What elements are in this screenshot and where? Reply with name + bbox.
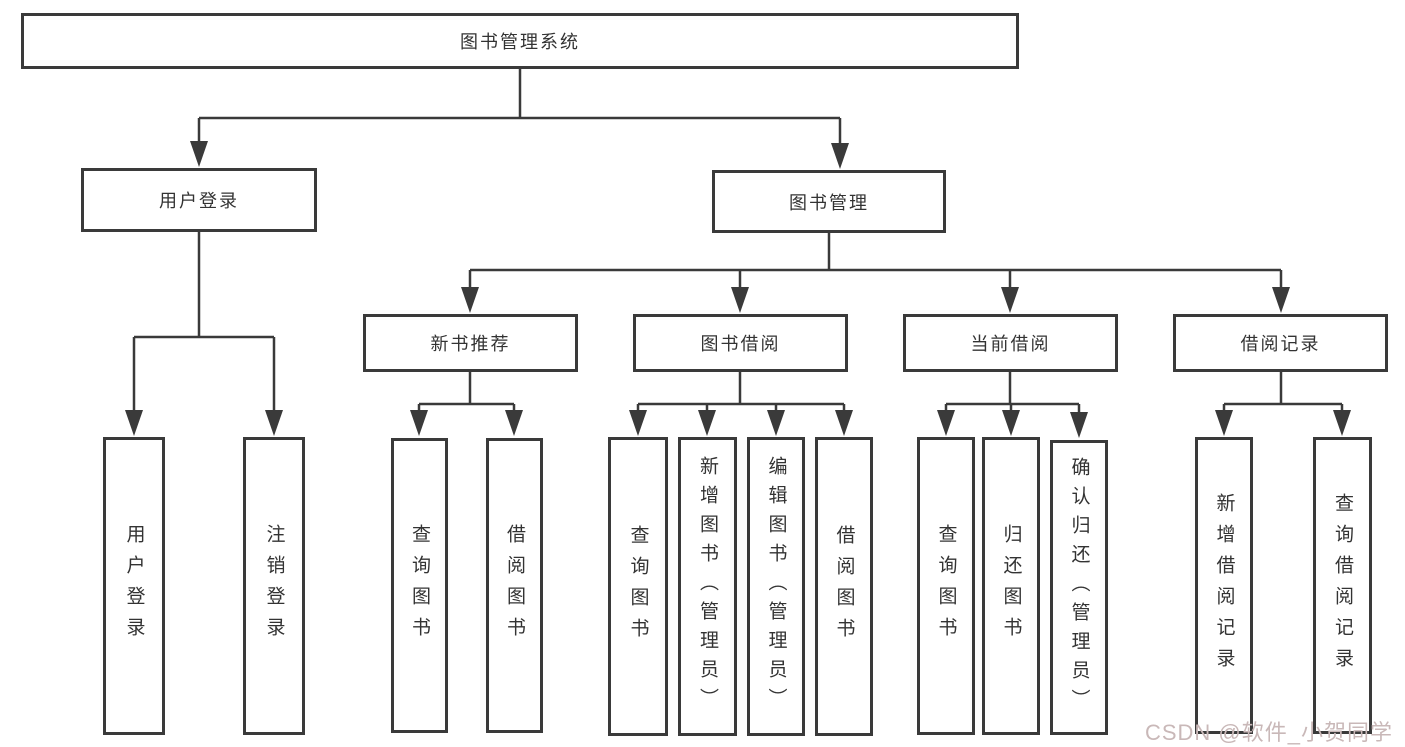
node-book-borrowing: 图书借阅: [633, 314, 848, 372]
node-new-book-recommend: 新书推荐: [363, 314, 578, 372]
node-label: 查询图书: [409, 523, 430, 648]
node-label: 借阅记录: [1240, 334, 1321, 354]
node-label: 借阅图书: [504, 523, 525, 648]
node-current-borrowing: 当前借阅: [903, 314, 1118, 372]
node-label: 借阅图书: [833, 524, 855, 649]
leaf-borrow-books: 借阅图书: [815, 437, 873, 736]
node-label: 用户登录: [123, 524, 145, 648]
node-library-management-system: 图书管理系统: [21, 13, 1019, 69]
leaf-edit-book-admin: 编辑图书（管理员）: [747, 437, 805, 736]
node-label: 当前借阅: [970, 334, 1051, 354]
node-user-login: 用户登录: [81, 168, 317, 232]
node-label: 图书借阅: [700, 334, 781, 354]
node-label: 查询图书: [627, 524, 649, 649]
leaf-logout: 注销登录: [243, 437, 305, 735]
node-borrowing-records: 借阅记录: [1173, 314, 1388, 372]
node-label: 用户登录: [159, 191, 239, 211]
node-label: 确认归还（管理员）: [1068, 457, 1090, 718]
connector-path: [132, 69, 1344, 416]
leaf-confirm-return-admin: 确认归还（管理员）: [1050, 440, 1108, 735]
arrowheads: [125, 141, 1351, 438]
node-label: 图书管理: [789, 192, 869, 213]
watermark: CSDN @软件_小贺同学: [1144, 720, 1393, 745]
node-label: 查询图书: [935, 524, 957, 648]
node-label: 图书管理系统: [460, 32, 580, 52]
leaf-query-books-current: 查询图书: [917, 437, 975, 735]
node-label: 查询借阅记录: [1332, 492, 1353, 679]
leaf-add-borrow-record: 新增借阅记录: [1195, 437, 1253, 734]
node-label: 新增图书（管理员）: [697, 456, 718, 717]
leaf-query-borrow-record: 查询借阅记录: [1313, 437, 1372, 734]
node-book-management: 图书管理: [712, 170, 946, 233]
leaf-borrow-books-recommend: 借阅图书: [486, 438, 543, 733]
leaf-query-books-borrow: 查询图书: [608, 437, 668, 736]
leaf-query-books-recommend: 查询图书: [391, 438, 448, 733]
node-label: 注销登录: [263, 524, 285, 648]
leaf-return-book: 归还图书: [982, 437, 1040, 735]
node-label: 编辑图书（管理员）: [765, 456, 787, 717]
node-label: 新增借阅记录: [1213, 492, 1235, 679]
leaf-user-login: 用户登录: [103, 437, 165, 735]
leaf-add-book-admin: 新增图书（管理员）: [678, 437, 737, 736]
node-label: 归还图书: [1000, 524, 1022, 648]
node-label: 新书推荐: [430, 334, 511, 354]
